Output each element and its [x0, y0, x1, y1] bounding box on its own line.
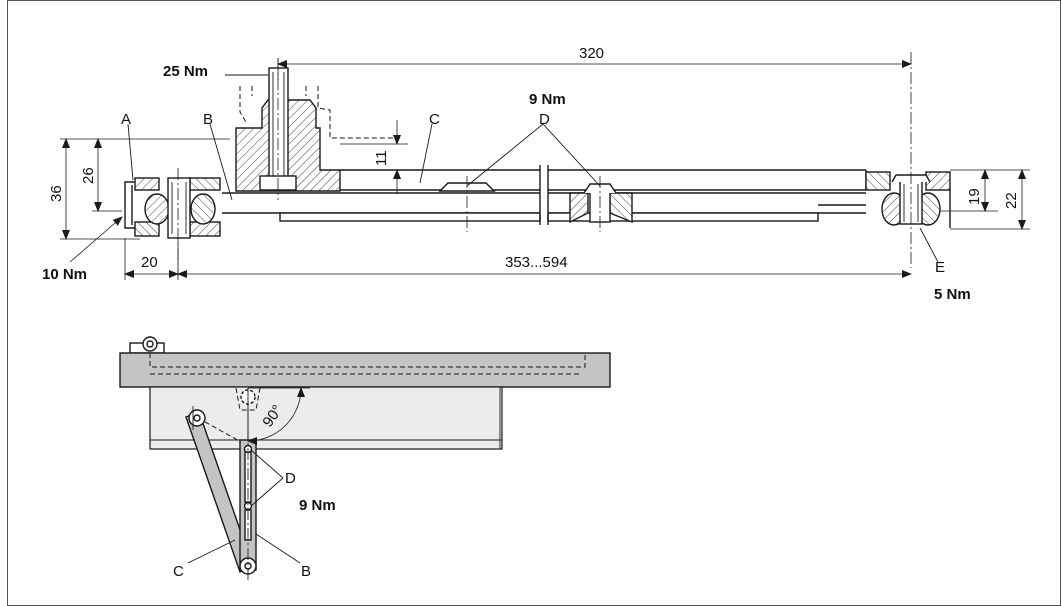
torque-pivot-right: 5 Nm [934, 286, 971, 303]
plan-label-c: C [173, 563, 184, 580]
dim-text-36: 36 [48, 185, 65, 202]
mounting-bracket [235, 58, 400, 200]
torque-top-screw: 25 Nm [163, 63, 208, 80]
torque-pivot-left: 10 Nm [42, 266, 87, 283]
torque-arm-screws: 9 Nm [529, 91, 566, 108]
label-a: A [121, 111, 131, 128]
dim-text-20: 20 [141, 254, 158, 271]
plan-label-d: D [285, 470, 296, 487]
label-d: D [539, 111, 550, 128]
dim-11 [340, 120, 408, 194]
dim-left-heights [60, 138, 230, 240]
dim-320 [277, 58, 912, 80]
arm-b [222, 192, 866, 222]
dim-bottom [124, 238, 912, 280]
angle-arc [247, 387, 305, 445]
section-view: A B C D E 25 Nm 9 Nm 10 Nm 5 Nm 320 36 2… [42, 45, 1030, 303]
screw-d-right [569, 176, 633, 232]
screw-d-left [438, 176, 496, 232]
plan-arm-b [239, 388, 257, 582]
pivot-right [865, 52, 951, 268]
pivot-left [124, 168, 221, 276]
frame-bar [119, 352, 611, 388]
dim-text-19: 19 [966, 188, 983, 205]
dim-text-arm-length: 353...594 [505, 254, 568, 271]
plan-label-b: B [301, 563, 311, 580]
dim-text-11: 11 [373, 150, 390, 166]
label-b: B [203, 111, 213, 128]
dim-right-heights [940, 169, 1030, 230]
plan-view: 90° D 9 Nm C B [119, 336, 611, 582]
label-e: E [935, 259, 945, 276]
break-marks [539, 165, 549, 225]
leader-lines [69, 74, 939, 263]
screw-25nm [268, 67, 289, 181]
plan-torque-arm-screws: 9 Nm [299, 497, 336, 514]
label-c: C [429, 111, 440, 128]
dim-text-26: 26 [80, 167, 97, 184]
dim-text-22: 22 [1003, 192, 1020, 209]
dim-text-320: 320 [579, 45, 604, 62]
